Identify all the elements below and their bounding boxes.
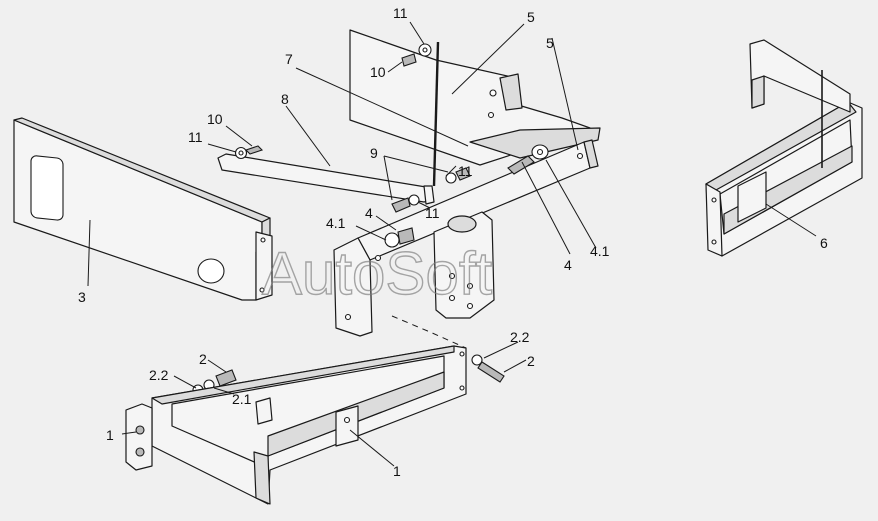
callout-frame-bottom: 1 xyxy=(393,463,401,479)
callout-bracket-top-2: 5 xyxy=(546,35,554,51)
callout-nut-center: 9 xyxy=(370,145,378,161)
callout-plate-left: 1 xyxy=(106,427,114,443)
alignment-line xyxy=(391,315,467,349)
callout-bolt-top: 10 xyxy=(370,64,386,80)
vertical-rod xyxy=(432,41,440,187)
callout-plate-top: 7 xyxy=(285,51,293,67)
callout-washer-beam: 4.1 xyxy=(590,243,610,259)
bracket-top-part-5 xyxy=(349,29,601,166)
strap-part-8 xyxy=(217,153,435,205)
callout-frame-right: 6 xyxy=(820,235,828,251)
round-hole xyxy=(197,258,225,284)
callout-bolt-center: 4 xyxy=(365,205,373,221)
callout-labels: 11 10 5 7 8 10 11 9 11 11 4 4.1 4 4.1 5 … xyxy=(78,5,828,479)
callout-bolt-beam: 4 xyxy=(564,257,572,273)
callout-bolt-left: 2 xyxy=(199,351,207,367)
callout-washer-right: 2.2 xyxy=(510,329,530,345)
watermark-text: AutoSoft xyxy=(262,240,492,307)
window-cutout xyxy=(30,155,64,221)
callout-washer-center: 4.1 xyxy=(326,215,346,231)
callout-strap: 8 xyxy=(281,91,289,107)
callout-bolt-right: 2 xyxy=(527,353,535,369)
callout-washer-mid1: 11 xyxy=(458,163,473,179)
callout-bracket-top: 5 xyxy=(527,9,535,25)
callout-washer-mid2: 11 xyxy=(425,205,440,221)
hook-beam xyxy=(333,139,599,337)
frame-part-1 xyxy=(151,345,467,505)
callout-bracket-left: 3 xyxy=(78,289,86,305)
frame-part-6 xyxy=(705,39,863,257)
plate-part-1 xyxy=(125,403,153,471)
leader-lines xyxy=(87,21,817,467)
bracket-plate-part-3 xyxy=(13,117,273,301)
callout-washer-top: 11 xyxy=(393,5,408,21)
callout-washer-left: 2.2 xyxy=(149,367,169,383)
callout-washer-strap: 11 xyxy=(188,129,203,145)
callout-nut-left: 2.1 xyxy=(232,391,252,407)
fasteners xyxy=(192,43,549,396)
callout-bolt-strap: 10 xyxy=(207,111,223,127)
